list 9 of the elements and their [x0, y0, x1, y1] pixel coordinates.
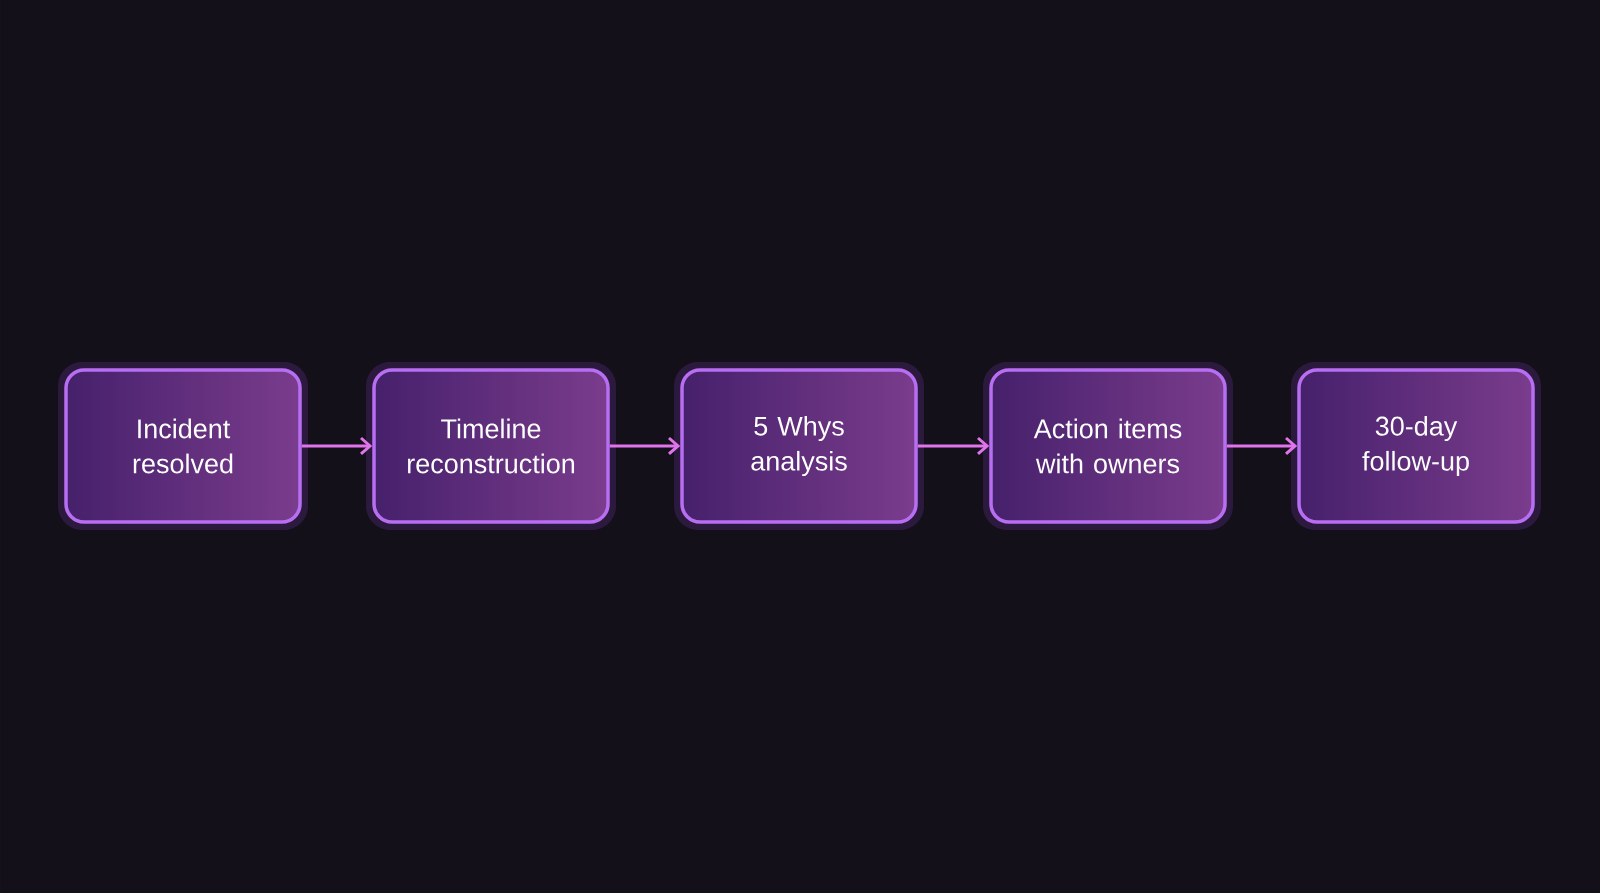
- process-box: Action items with owners: [989, 368, 1227, 524]
- process-box: Incident resolved: [64, 368, 302, 524]
- arrow: [1226, 436, 1298, 456]
- arrow: [301, 436, 373, 456]
- process-box: 5 Whys analysis: [680, 368, 918, 524]
- process-box: 30-day follow-up: [1297, 368, 1535, 524]
- arrow: [917, 436, 990, 456]
- process-box: Timeline reconstruction: [372, 368, 610, 524]
- arrow: [609, 436, 681, 456]
